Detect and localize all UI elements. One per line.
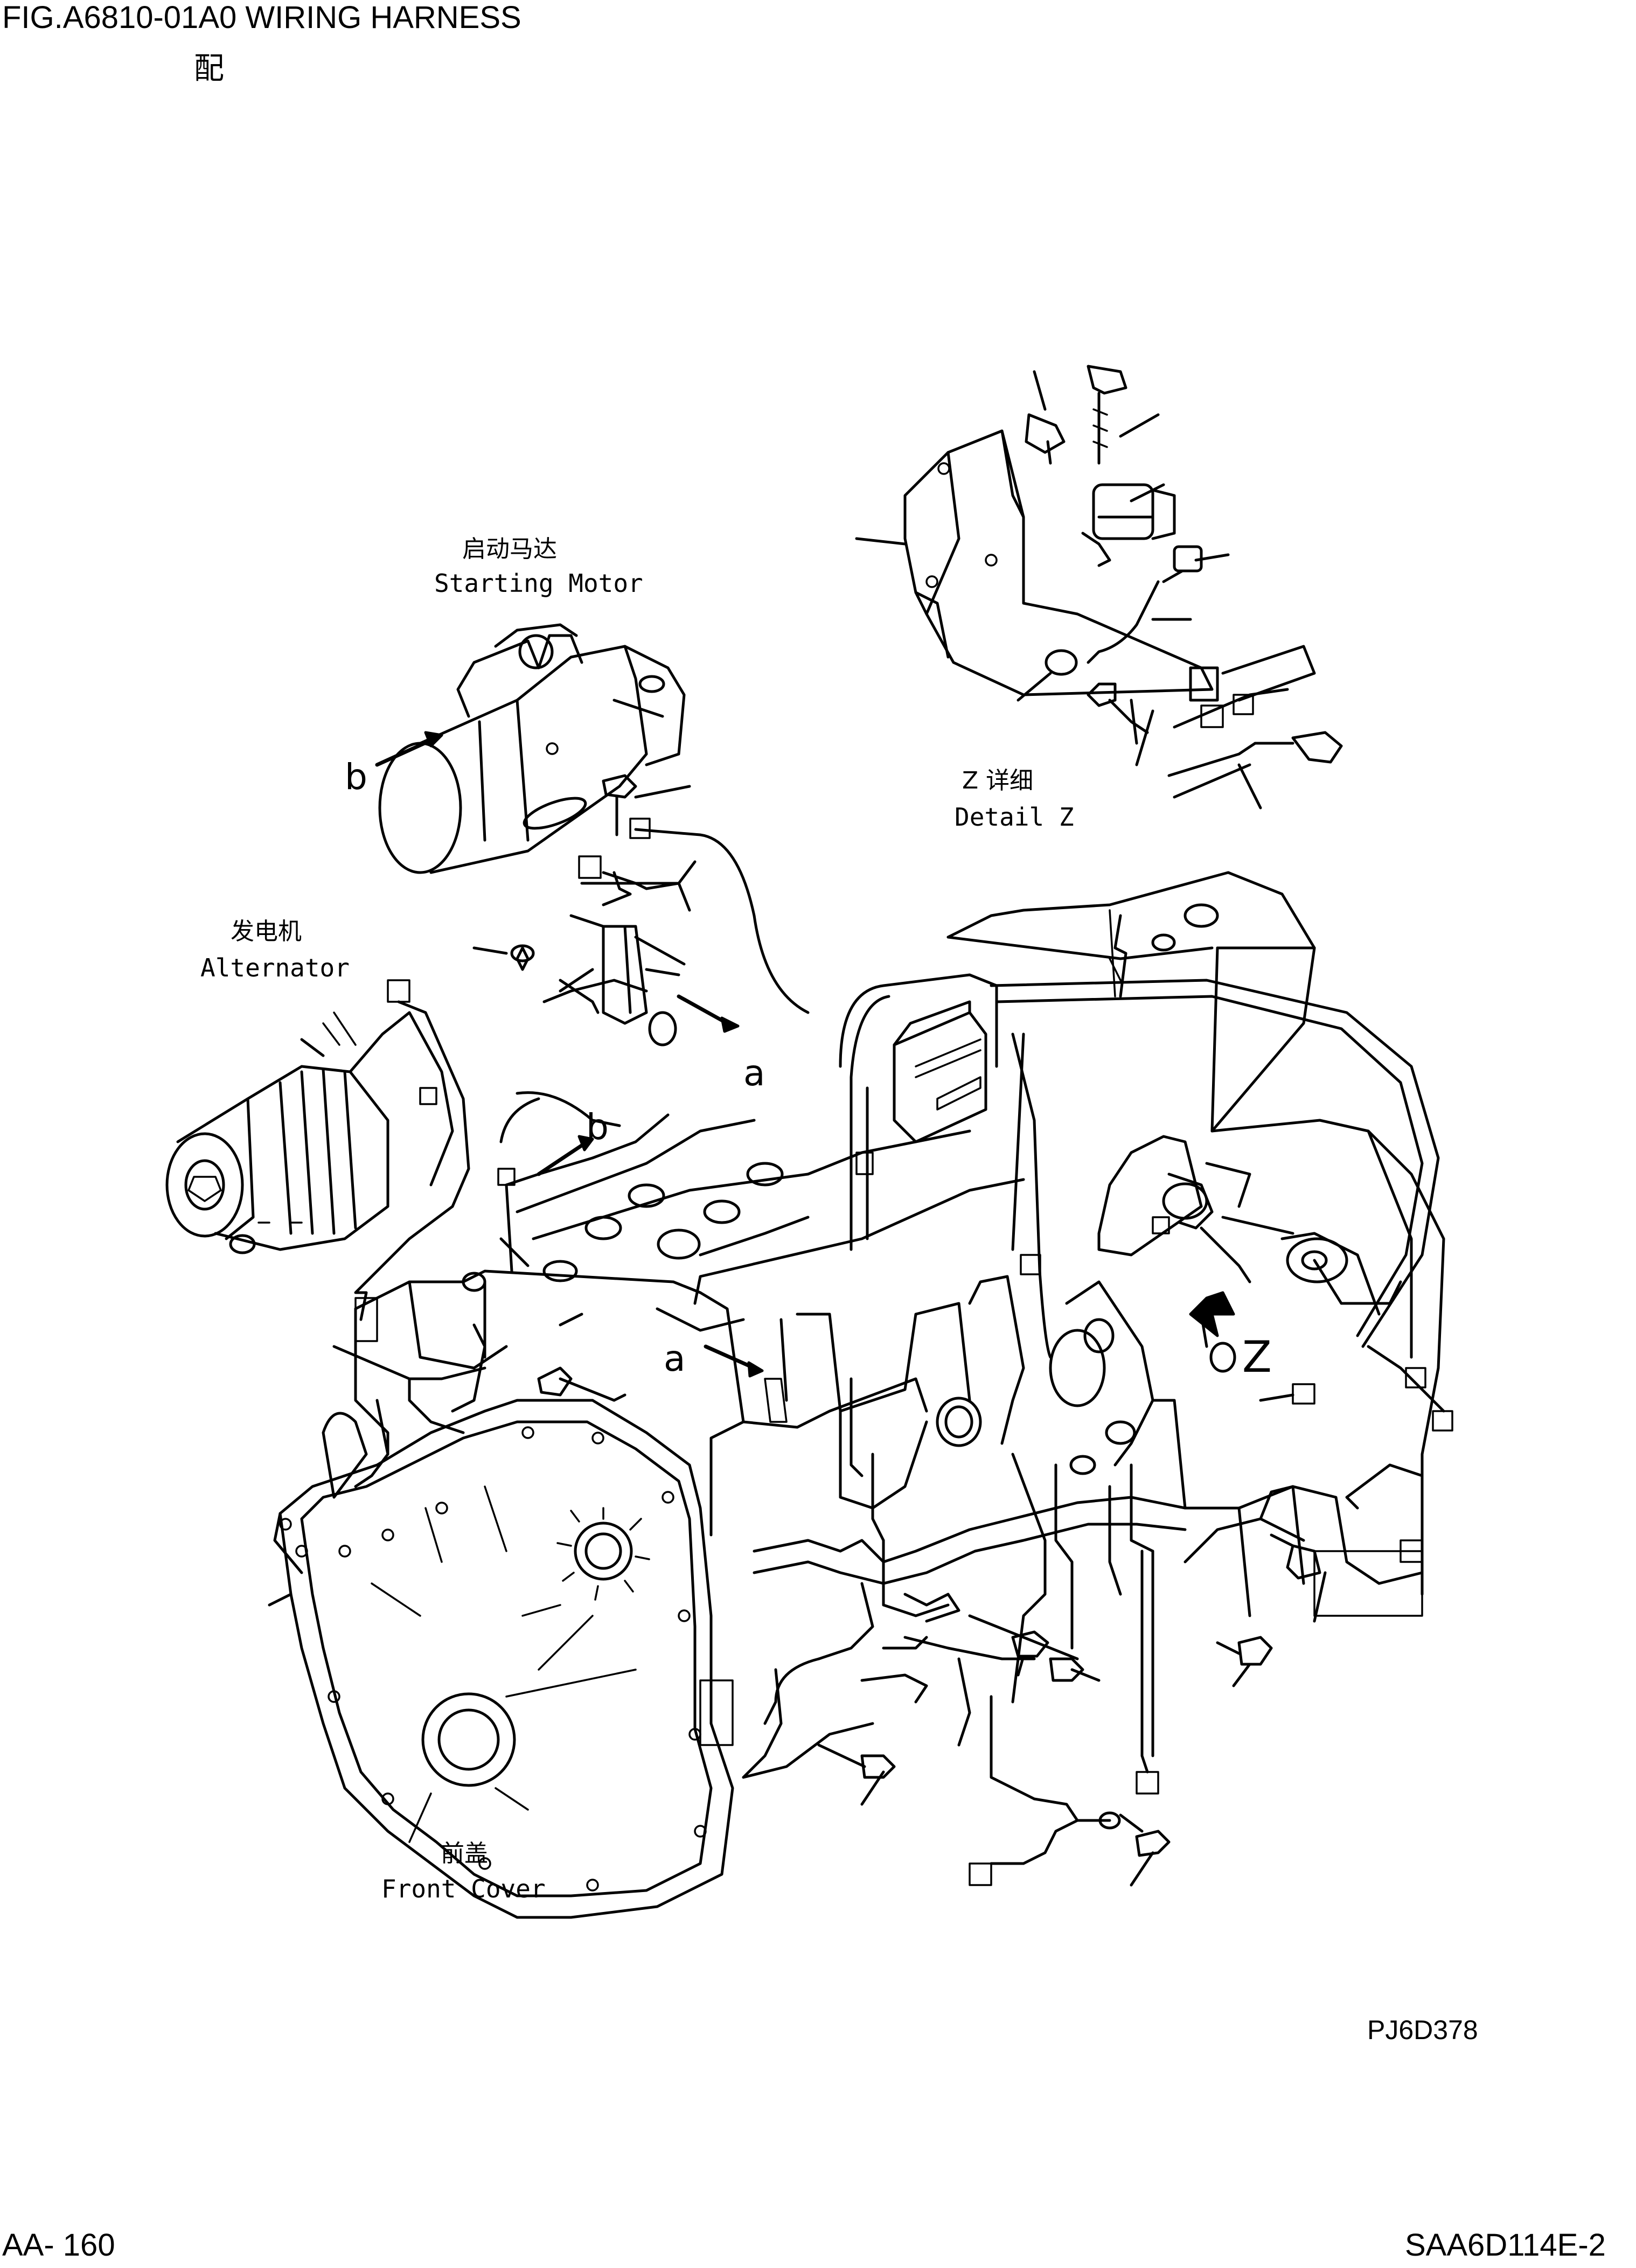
reference-a-upper: a [743,1052,765,1094]
starting-motor-drawing [375,623,810,1014]
model-number: SAA6D114E-2 [1405,2228,1606,2263]
reference-b-middle: b [586,1106,609,1148]
figure-title-cn: 配 [194,51,224,86]
detail-z-label-en: Detail Z [955,802,1074,832]
alternator-label-en: Alternator [200,953,350,982]
detail-z-assembly [855,365,1343,809]
reference-a-middle: a [664,1338,686,1379]
reference-z: Z [1242,1332,1272,1382]
starting-motor-label-cn: 启动马达 [462,535,557,563]
front-cover-label-en: Front Cover [381,1874,546,1903]
alternator-label-cn: 发电机 [231,918,302,945]
figure-title: FIG.A6810-01A0 WIRING HARNESS [2,0,521,35]
reference-b-upper: b [345,756,367,798]
starting-motor-label-en: Starting Motor [434,569,643,598]
alternator-drawing [165,979,470,1342]
front-cover-label-cn: 前盖 [441,1840,488,1867]
engine-block-drawing [268,871,1453,1919]
drawing-code: PJ6D378 [1367,2015,1478,2045]
detail-z-label-cn: Z 详细 [962,767,1034,794]
page-number: AA- 160 [2,2228,115,2263]
